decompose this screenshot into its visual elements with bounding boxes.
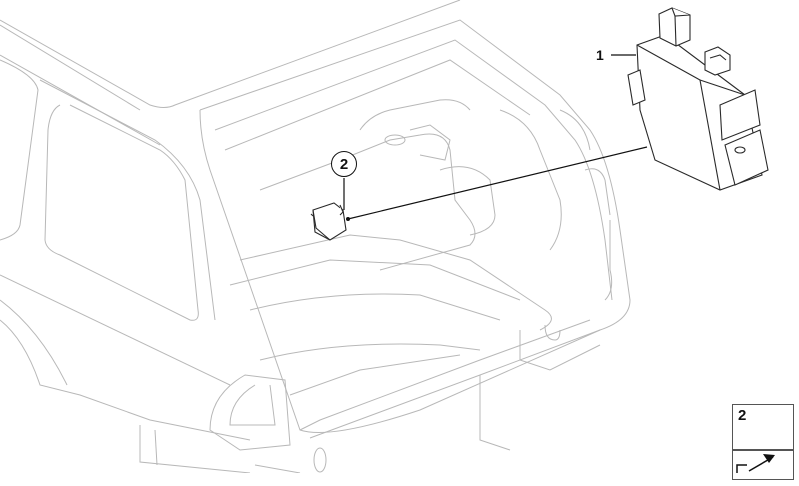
callout-2[interactable]: 2 — [331, 151, 357, 177]
vehicle-body-outline — [0, 0, 631, 474]
callout-1[interactable]: 1 — [596, 47, 604, 63]
part-2-small-module[interactable] — [310, 202, 347, 241]
part-1-control-module[interactable] — [627, 7, 769, 191]
legend-footer — [732, 450, 794, 480]
legend-item-2[interactable]: 2 — [732, 404, 794, 450]
leader-dot — [346, 217, 350, 221]
arrow-symbol-icon — [736, 454, 775, 473]
legend-item-label: 2 — [738, 407, 747, 424]
parts-diagram — [0, 0, 785, 474]
leader-line-part2-to-1 — [347, 146, 648, 220]
